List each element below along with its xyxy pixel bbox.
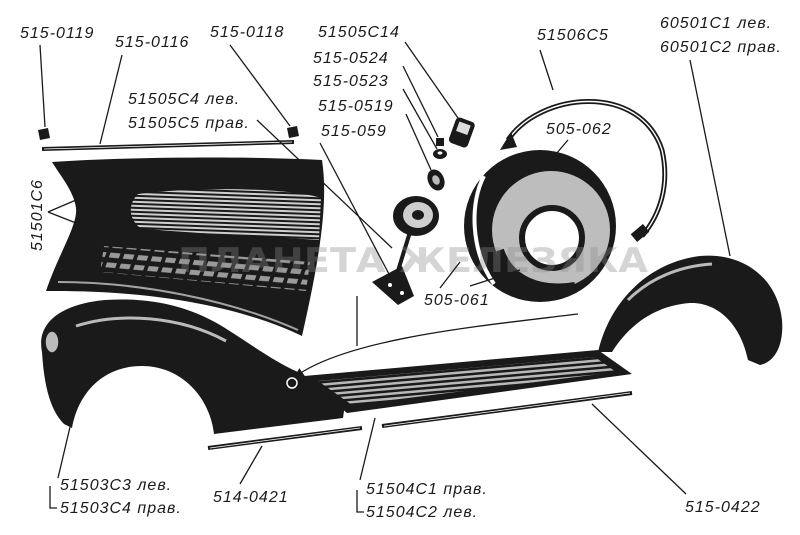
bracket-51503C3 bbox=[49, 486, 57, 509]
leader-515-0119 bbox=[39, 44, 46, 128]
label-515-0422: 515-0422 bbox=[685, 499, 761, 516]
leader-515-0116 bbox=[99, 54, 123, 145]
label-515-0523: 515-0523 bbox=[313, 73, 389, 90]
leader-515-0422 bbox=[591, 403, 687, 495]
leader-60501C1 bbox=[689, 59, 731, 257]
leader-515-0519 bbox=[405, 113, 432, 171]
mirror-assembly-515-059 bbox=[372, 196, 439, 305]
leader-51506C5 bbox=[539, 49, 554, 91]
part-labels: 515-0119 515-0116 515-0118 51505C14 515-… bbox=[20, 15, 782, 521]
leader-aux-arrow bbox=[294, 313, 579, 378]
rear-fender-60501C1 bbox=[598, 255, 783, 365]
label-51501C6: 51501C6 bbox=[29, 179, 46, 251]
label-51506C5: 51506C5 bbox=[537, 27, 609, 44]
pin-515-0524 bbox=[436, 138, 444, 146]
label-60501C1: 60501C1 лев. bbox=[660, 15, 772, 32]
leader-515-0118 bbox=[229, 44, 291, 127]
nut-515-0519 bbox=[427, 169, 445, 191]
spare-wheel-disc-505-061 bbox=[492, 171, 610, 292]
leader-51505C4 bbox=[256, 119, 393, 249]
label-51504C1: 51504C1 прав. bbox=[366, 481, 488, 498]
label-51504C2: 51504C2 лев. bbox=[366, 504, 478, 521]
molding-515-0422 bbox=[381, 391, 633, 428]
leader-505-061-a bbox=[439, 261, 461, 289]
label-51505C4: 51505C4 лев. bbox=[128, 91, 240, 108]
leader-lines bbox=[39, 41, 731, 513]
label-505-062: 505-062 bbox=[546, 121, 612, 138]
hood-side-panel-51501C6 bbox=[46, 157, 325, 336]
label-60501C2: 60501C2 прав. bbox=[660, 39, 782, 56]
leader-51503C3 bbox=[57, 426, 71, 479]
leader-51501C6-a bbox=[47, 199, 77, 213]
molding-514-0421 bbox=[207, 426, 363, 450]
label-51505C14: 51505C14 bbox=[318, 24, 400, 41]
label-514-0421: 514-0421 bbox=[213, 489, 289, 506]
leader-505-062 bbox=[555, 139, 569, 155]
clip-515-0119 bbox=[38, 128, 50, 140]
leader-51504C1 bbox=[359, 417, 376, 481]
label-51503C4: 51503C4 прав. bbox=[60, 500, 182, 517]
watermark-text: ПЛАНЕТА ЖЕЛЕЗЯКА bbox=[178, 241, 649, 281]
front-fender-51503C3 bbox=[41, 299, 345, 434]
label-515-0116: 515-0116 bbox=[115, 34, 189, 51]
leader-515-059 bbox=[319, 142, 391, 277]
bracket-51504C1 bbox=[356, 490, 364, 513]
leader-515-0524 bbox=[402, 65, 439, 138]
label-515-0119: 515-0119 bbox=[20, 25, 94, 42]
label-515-059: 515-059 bbox=[321, 123, 387, 140]
label-515-0524: 515-0524 bbox=[313, 50, 389, 67]
leader-515-0523 bbox=[402, 88, 438, 150]
clip-515-0118 bbox=[287, 126, 299, 138]
leader-514-0421 bbox=[239, 445, 263, 485]
leader-51501C6-b bbox=[47, 211, 77, 224]
washer-515-0523 bbox=[433, 149, 447, 159]
leader-505-061-b bbox=[469, 269, 521, 287]
hood-rod-515-0116 bbox=[41, 140, 295, 151]
rubber-block-51505C14 bbox=[448, 117, 475, 148]
label-505-061: 505-061 bbox=[424, 292, 490, 309]
label-51505C5: 51505C5 прав. bbox=[128, 115, 250, 132]
spare-wheel-strap-51506C5 bbox=[500, 99, 668, 242]
label-515-0519: 515-0519 bbox=[318, 98, 394, 115]
leader-51505C14 bbox=[404, 41, 459, 119]
running-board-51504C1 bbox=[304, 350, 632, 413]
label-515-0118: 515-0118 bbox=[210, 24, 284, 41]
label-51503C3: 51503C3 лев. bbox=[60, 477, 172, 494]
